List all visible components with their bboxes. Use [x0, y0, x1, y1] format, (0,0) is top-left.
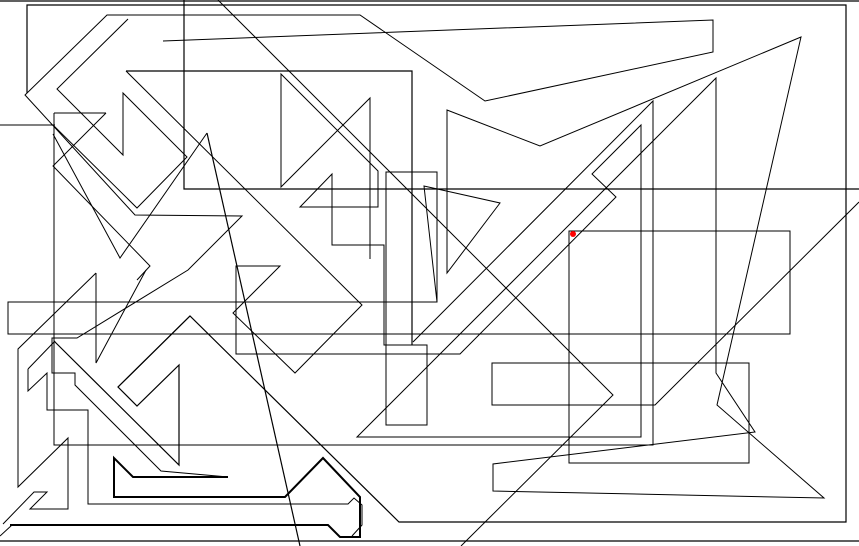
maze-wall-13	[0, 524, 13, 537]
maze-wall-12	[10, 455, 361, 538]
maze-wall-14	[27, 369, 363, 537]
maze-wall-15	[27, 340, 56, 370]
maze-wall-16	[183, 0, 859, 190]
maze-wall-20	[7, 72, 859, 464]
maze-wall-11	[2, 272, 97, 525]
maze-wall-6	[52, 18, 188, 209]
maze-wall-17	[217, 0, 614, 546]
maze-wall-22	[52, 132, 208, 259]
maze-wall-10	[95, 269, 147, 364]
maze-wall-23	[117, 315, 191, 388]
maze-wall-7	[52, 112, 151, 281]
player-marker-icon[interactable]	[570, 231, 576, 237]
maze-wall-5	[24, 14, 714, 478]
maze-wall-21	[206, 132, 301, 546]
maze-wall-19	[125, 36, 826, 499]
maze-wall-18	[126, 70, 413, 345]
